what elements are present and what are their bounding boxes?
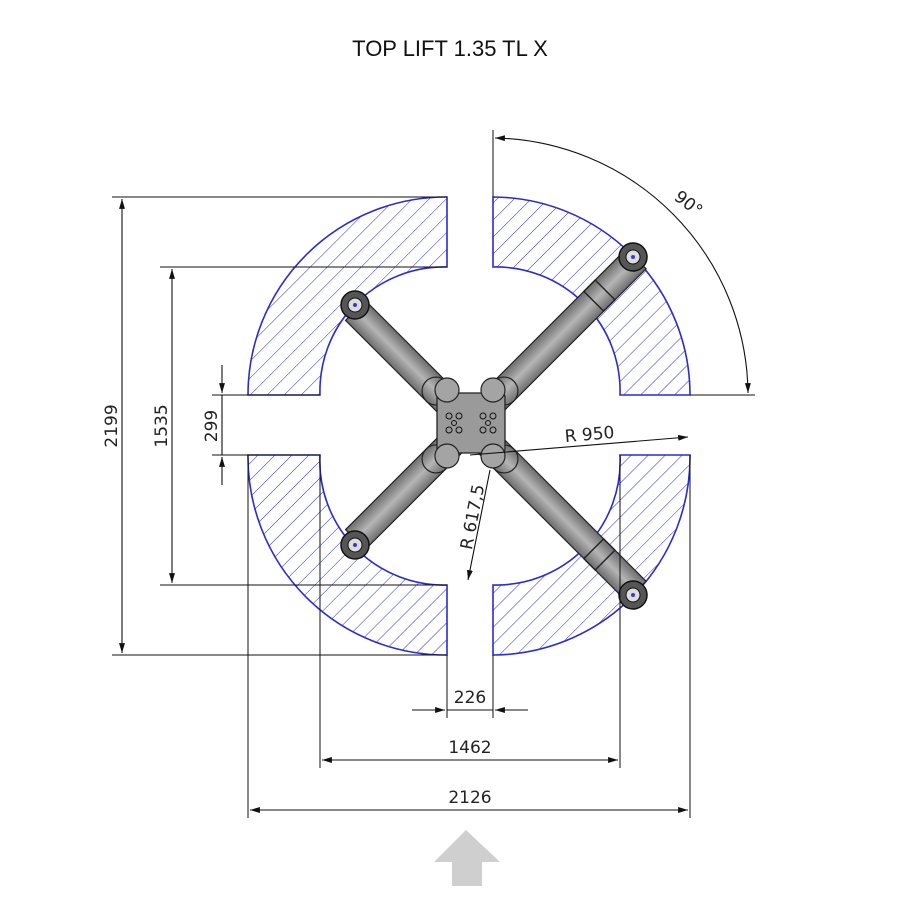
dim-center-gap-label: 226: [454, 688, 486, 708]
dimension-lines: [119, 135, 751, 813]
extension-lines: [112, 130, 755, 818]
dim-gap-length-label: 299: [202, 410, 222, 442]
pad-bottom-left-icon: [340, 530, 370, 560]
dim-inner-radius-label: R 617,5: [457, 483, 489, 551]
pad-top-right-icon: [618, 242, 648, 272]
page-title: TOP LIFT 1.35 TL X: [352, 36, 548, 61]
dim-inner-length-label: 1535: [152, 404, 172, 447]
pad-top-left-icon: [340, 290, 370, 320]
pad-bottom-right-icon: [618, 580, 648, 610]
dim-total-length-label: 2199: [102, 404, 122, 447]
dim-inner-width-label: 1462: [448, 738, 491, 758]
up-arrow-icon: [434, 830, 500, 886]
dim-total-width-label: 2126: [448, 788, 491, 808]
dim-outer-radius-label: R 950: [564, 423, 615, 447]
